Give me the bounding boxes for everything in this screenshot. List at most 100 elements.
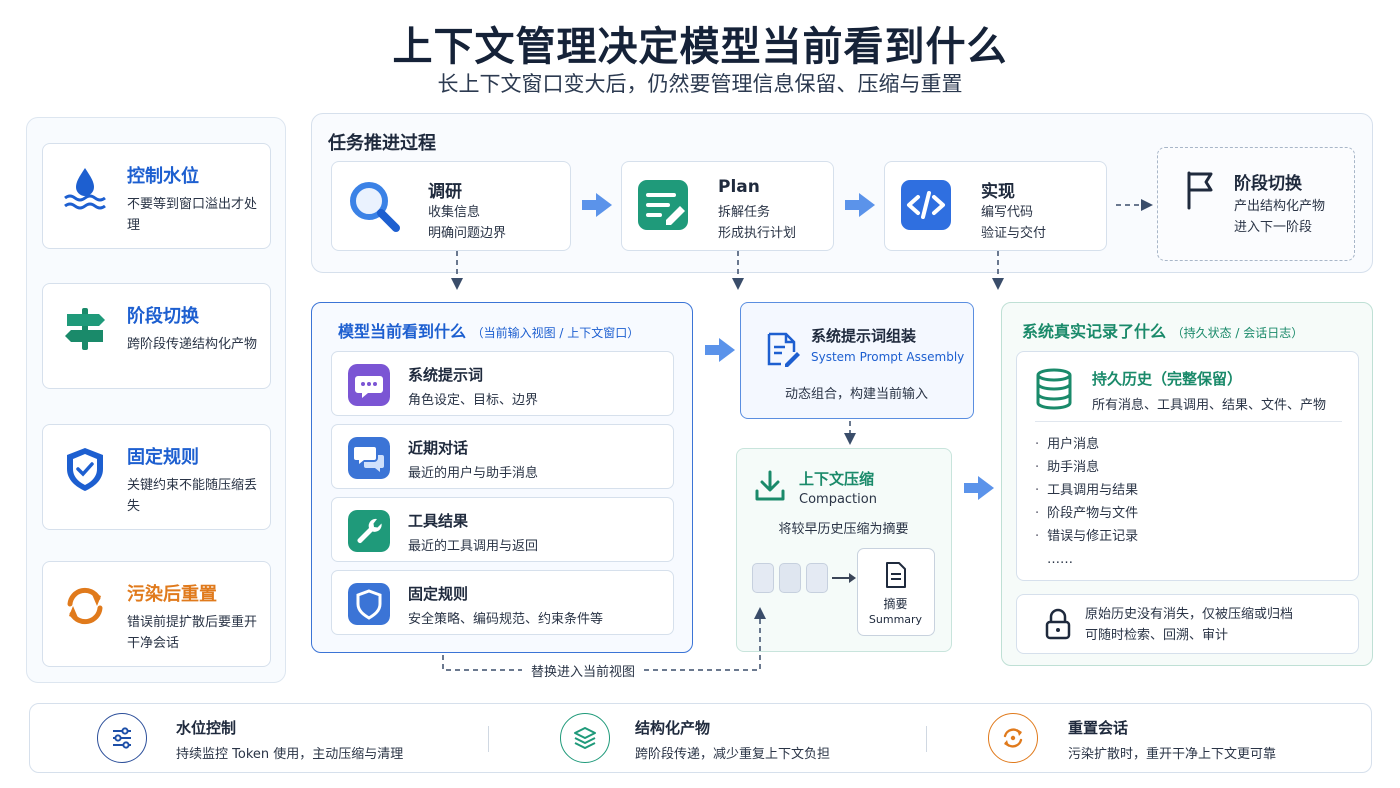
compaction-subtitle: Compaction: [799, 492, 877, 507]
assembly-title: 系统提示词组装: [811, 327, 917, 345]
code-icon: [901, 180, 951, 230]
shield-icon: [67, 448, 103, 491]
search-icon: [350, 182, 400, 232]
bottom-item-desc: 污染扩散时，重开干净上下文更可靠: [1068, 747, 1277, 762]
history-list: ·用户消息 ·助手消息 ·工具调用与结果 ·阶段产物与文件 ·错误与修正记录 ……: [1035, 433, 1138, 571]
step-line: 产出结构化产物: [1234, 199, 1326, 214]
layers-icon: [560, 713, 610, 763]
step-line: 收集信息: [428, 205, 481, 220]
assembly-desc: 动态组合，构建当前输入: [784, 387, 928, 402]
view-item-title: 工具结果: [408, 512, 469, 530]
view-item-system-prompt: 系统提示词 角色设定、目标、边界: [331, 351, 674, 416]
history-block: [806, 563, 828, 593]
process-step-implement: 实现 编写代码 验证与交付: [884, 161, 1107, 251]
model-view-panel: 模型当前看到什么 （当前输入视图 / 上下文窗口） 系统提示词 角色设定、目标、…: [311, 302, 693, 653]
assembly-subtitle: System Prompt Assembly: [811, 350, 965, 364]
principle-desc: 错误前提扩散后要重开干净会话: [127, 615, 258, 651]
step-line: 验证与交付: [981, 226, 1047, 241]
sliders-icon: [97, 713, 147, 763]
bottom-item-desc: 持续监控 Token 使用，主动压缩与清理: [176, 747, 404, 762]
principle-title: 固定规则: [127, 447, 199, 468]
bottom-item-title: 重置会话: [1068, 719, 1129, 737]
page-title: 上下文管理决定模型当前看到什么: [392, 24, 1008, 70]
principle-desc: 不要等到窗口溢出才处理: [127, 197, 258, 233]
list-item-text: 错误与修正记录: [1047, 529, 1139, 544]
step-title: 实现: [981, 182, 1015, 202]
list-item-text: 阶段产物与文件: [1047, 506, 1139, 521]
bottom-summary-bar: 水位控制 持续监控 Token 使用，主动压缩与清理 结构化产物 跨阶段传递，减…: [29, 703, 1372, 773]
arrow-right-icon: [832, 573, 856, 583]
view-item-desc: 最近的用户与助手消息: [408, 466, 539, 481]
truth-title: 系统真实记录了什么 （持久状态 / 会话日志）: [1022, 318, 1303, 342]
summary-box: 摘要 Summary: [857, 548, 935, 636]
divider: [926, 726, 927, 752]
principle-desc: 关键约束不能随压缩丢失: [127, 478, 258, 514]
flag-icon: [1187, 171, 1213, 210]
view-item-tool-results: 工具结果 最近的工具调用与返回: [331, 497, 674, 562]
signpost-icon: [65, 308, 105, 350]
compaction-card: 上下文压缩 Compaction 将较早历史压缩为摘要 摘要 Summary: [736, 448, 952, 652]
system-prompt-assembly-card: 系统提示词组装 System Prompt Assembly 动态组合，构建当前…: [740, 302, 974, 419]
principle-desc: 跨阶段传递结构化产物: [127, 337, 258, 352]
view-title-text: 模型当前看到什么: [338, 322, 467, 341]
database-icon: [1036, 368, 1072, 410]
archive-note: 原始历史没有消失，仅被压缩或归档 可随时检索、回溯、审计: [1085, 604, 1293, 646]
document-edit-icon: [767, 332, 800, 367]
history-title: 持久历史（完整保留）: [1092, 370, 1243, 388]
view-title: 模型当前看到什么 （当前输入视图 / 上下文窗口）: [338, 318, 639, 342]
list-item: ……: [1035, 548, 1138, 571]
bottom-item-title: 水位控制: [176, 719, 237, 737]
replace-loop-left: [442, 655, 522, 671]
step-title: 调研: [428, 182, 462, 202]
view-item-recent-chat: 近期对话 最近的用户与助手消息: [331, 424, 674, 489]
truth-title-note: （持久状态 / 会话日志）: [1171, 326, 1304, 340]
history-block: [752, 563, 774, 593]
view-item-fixed-rules: 固定规则 安全策略、编码规范、约束条件等: [331, 570, 674, 635]
shield-icon: [348, 583, 390, 625]
history-desc: 所有消息、工具调用、结果、文件、产物: [1092, 398, 1327, 413]
view-title-note: （当前输入视图 / 上下文窗口）: [471, 326, 640, 340]
step-title: Plan: [718, 177, 760, 197]
process-step-stage-switch: 阶段切换 产出结构化产物 进入下一阶段: [1157, 147, 1355, 261]
plan-icon: [638, 180, 688, 230]
task-process-panel: 任务推进过程 调研 收集信息 明确问题边界 Plan 拆解任务 形成执行计划: [311, 113, 1373, 273]
wrench-icon: [348, 510, 390, 552]
bottom-item-desc: 跨阶段传递，减少重复上下文负担: [635, 747, 831, 762]
flow-arrow-truth: [964, 476, 994, 500]
archive-note-line: 可随时检索、回溯、审计: [1085, 628, 1229, 643]
step-line: 明确问题边界: [428, 226, 507, 241]
system-record-panel: 系统真实记录了什么 （持久状态 / 会话日志） 持久历史（完整保留） 所有消息、…: [1001, 302, 1373, 666]
list-item: ·阶段产物与文件: [1035, 506, 1139, 521]
step-desc: 拆解任务 形成执行计划: [718, 202, 796, 244]
refresh-icon: [988, 713, 1038, 763]
flow-arrow-assembly: [705, 338, 735, 362]
step-line: 进入下一阶段: [1234, 220, 1313, 235]
step-desc: 编写代码 验证与交付: [981, 202, 1046, 244]
step-line: 形成执行计划: [718, 226, 797, 241]
step-title: 阶段切换: [1234, 174, 1302, 194]
principle-card-water-level: 控制水位 不要等到窗口溢出才处理: [42, 143, 271, 249]
truth-title-text: 系统真实记录了什么: [1022, 322, 1167, 341]
list-item-text: 用户消息: [1047, 437, 1100, 452]
reset-icon: [67, 587, 103, 625]
principle-title: 阶段切换: [127, 306, 199, 327]
archive-note-line: 原始历史没有消失，仅被压缩或归档: [1085, 607, 1294, 622]
list-item: ·错误与修正记录: [1035, 529, 1139, 544]
step-desc: 收集信息 明确问题边界: [428, 202, 506, 244]
replace-label: 替换进入当前视图: [522, 661, 644, 680]
principle-card-fixed-rules: 固定规则 关键约束不能随压缩丢失: [42, 424, 271, 530]
conversation-icon: [348, 437, 390, 479]
principle-card-stage-switch: 阶段切换 跨阶段传递结构化产物: [42, 283, 271, 389]
view-item-desc: 最近的工具调用与返回: [408, 539, 539, 554]
lock-icon: [1045, 608, 1071, 640]
list-item-text: 工具调用与结果: [1047, 483, 1139, 498]
water-level-icon: [64, 168, 106, 210]
list-item: ·用户消息: [1035, 437, 1100, 452]
history-block: [779, 563, 801, 593]
step-line: 编写代码: [981, 205, 1034, 220]
compaction-desc: 将较早历史压缩为摘要: [778, 522, 909, 537]
process-step-plan: Plan 拆解任务 形成执行计划: [621, 161, 834, 251]
list-item: ·助手消息: [1035, 460, 1100, 475]
process-step-research: 调研 收集信息 明确问题边界: [331, 161, 571, 251]
principle-title: 污染后重置: [127, 584, 217, 605]
